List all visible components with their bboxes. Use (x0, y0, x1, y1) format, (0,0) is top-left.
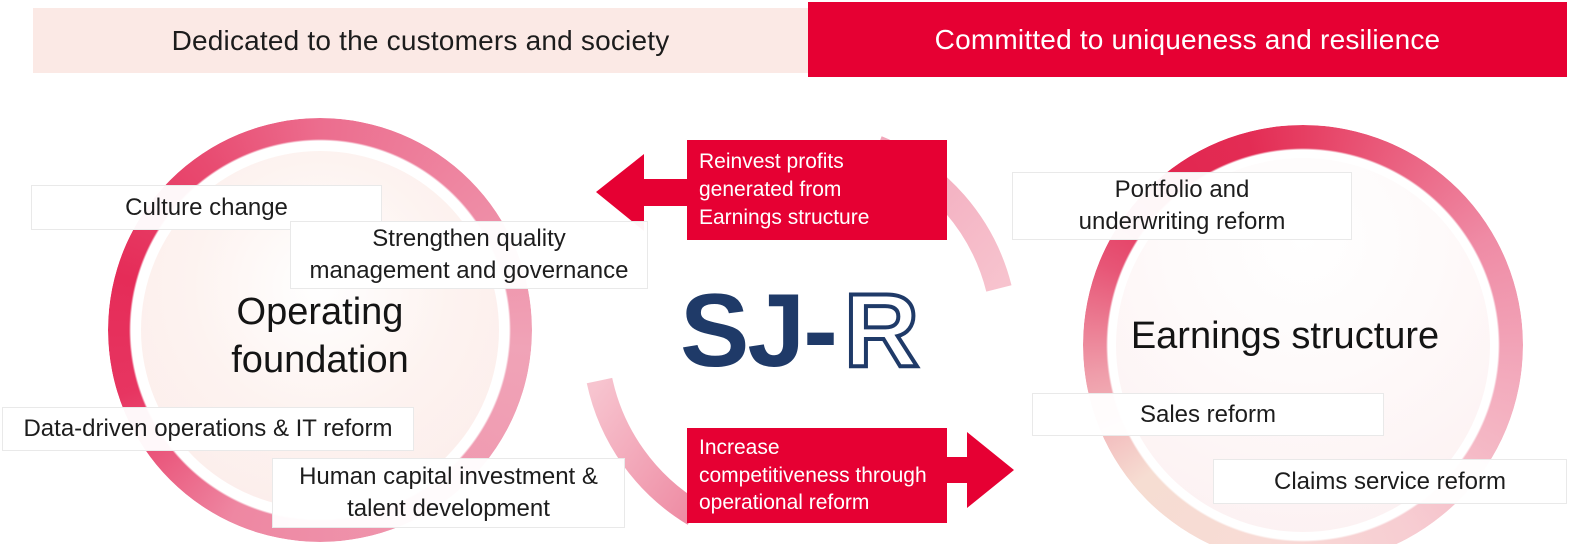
label-sales-reform: Sales reform (1032, 393, 1384, 436)
sjr-logo: SJ- R (680, 271, 921, 388)
label-human-capital: Human capital investment & talent develo… (272, 458, 625, 528)
flow-box-increase-competitiveness: Increase competitiveness through operati… (687, 428, 947, 523)
label-claims-service-text: Claims service reform (1273, 467, 1507, 495)
label-portfolio-line2: underwriting reform (1078, 208, 1286, 235)
label-portfolio-line1: Portfolio and (1114, 176, 1250, 204)
flow-bottom-line3: operational reform (699, 491, 870, 515)
flow-top-line2: generated from (699, 178, 842, 202)
label-culture-change: Culture change (31, 185, 382, 230)
label-sales-reform-text: Sales reform (1139, 400, 1277, 428)
banner-uniqueness-resilience: Committed to uniqueness and resilience (808, 2, 1567, 77)
arrow-right-icon (944, 432, 1014, 508)
banner-right-label: Committed to uniqueness and resilience (934, 23, 1441, 55)
flow-top-line3: Earnings structure (699, 205, 870, 229)
label-data-driven: Data-driven operations & IT reform (2, 407, 414, 451)
flow-top-line1: Reinvest profits (699, 150, 844, 174)
operating-foundation-title: Operating foundation (170, 289, 470, 384)
operating-foundation-title-line1: Operating (236, 291, 404, 333)
earnings-structure-title: Earnings structure (1085, 313, 1485, 361)
banner-customers-society: Dedicated to the customers and society (33, 8, 808, 73)
label-strengthen-quality-line1: Strengthen quality (372, 225, 566, 253)
label-human-capital-line1: Human capital investment & (299, 463, 598, 491)
label-human-capital-line2: talent development (347, 495, 550, 522)
label-claims-service: Claims service reform (1213, 459, 1567, 504)
label-strengthen-quality-line2: management and governance (309, 257, 629, 284)
operating-foundation-title-line2: foundation (231, 338, 409, 381)
sjr-logo-outline: R (844, 273, 919, 388)
label-portfolio-underwriting: Portfolio and underwriting reform (1012, 172, 1352, 240)
flow-box-reinvest-profits: Reinvest profits generated from Earnings… (687, 140, 947, 240)
swoosh-bottom-left (586, 377, 702, 525)
arrow-left-icon (596, 154, 692, 231)
label-data-driven-text: Data-driven operations & IT reform (23, 415, 393, 443)
label-strengthen-quality: Strengthen quality management and govern… (290, 221, 648, 289)
flow-bottom-line1: Increase (699, 435, 780, 459)
banner-left-label: Dedicated to the customers and society (171, 24, 670, 56)
label-culture-change-text: Culture change (125, 193, 288, 221)
sjr-logo-solid: SJ- (680, 273, 836, 388)
earnings-structure-title-line1: Earnings structure (1130, 315, 1440, 357)
flow-bottom-line2: competitiveness through (699, 463, 927, 487)
